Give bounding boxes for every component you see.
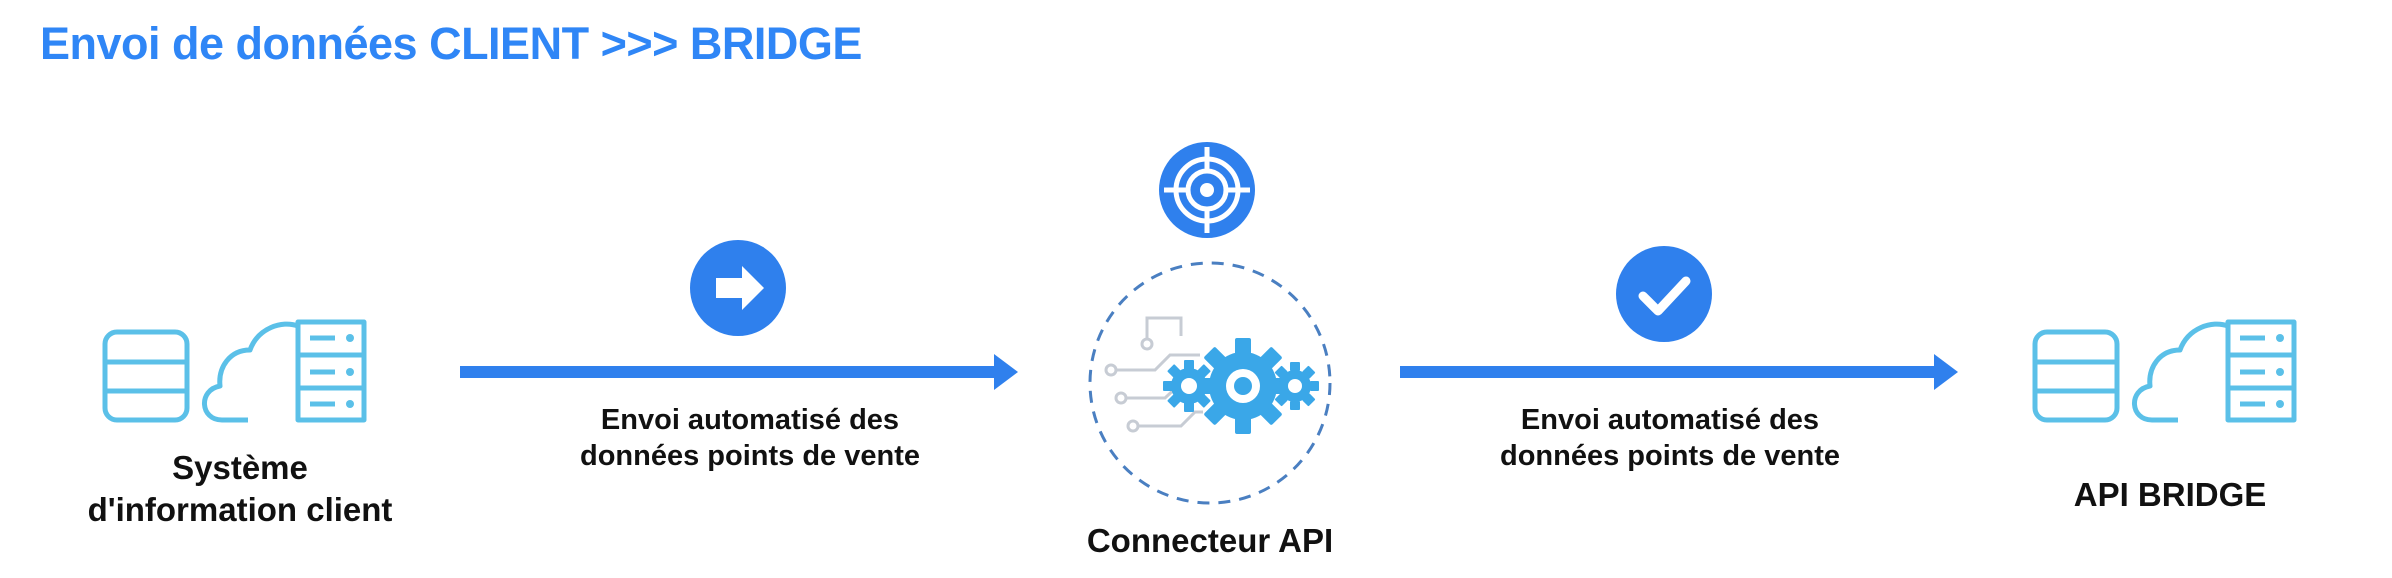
- page-title: Envoi de données CLIENT >>> BRIDGE: [40, 18, 862, 69]
- node-label-connecteur: Connecteur API: [1086, 522, 1334, 559]
- text-line: Système: [172, 449, 308, 486]
- target-icon: [1159, 142, 1255, 238]
- arrow-label-left: Envoi automatisé des données points de ve…: [500, 402, 1000, 474]
- arrow-label-right: Envoi automatisé des données points de ve…: [1420, 402, 1920, 474]
- text-line: données points de vente: [580, 440, 920, 472]
- node-label-api: API BRIDGE: [2073, 476, 2267, 513]
- text-line: d'information client: [87, 491, 393, 528]
- check-icon: [1616, 246, 1712, 342]
- server-cloud-icon: [102, 319, 367, 423]
- gears-circuit-icon: [1088, 261, 1332, 505]
- arrow-right-icon: [690, 240, 786, 336]
- text-line: Envoi automatisé des: [600, 404, 900, 436]
- text-line: Envoi automatisé des: [1520, 404, 1820, 436]
- server-cloud-icon: [2032, 319, 2297, 423]
- flow-arrow-right: [1400, 354, 1958, 390]
- text-line: données points de vente: [1500, 440, 1840, 472]
- flow-arrow-left: [460, 354, 1018, 390]
- node-label-systeme: Système d'information client: [40, 447, 440, 531]
